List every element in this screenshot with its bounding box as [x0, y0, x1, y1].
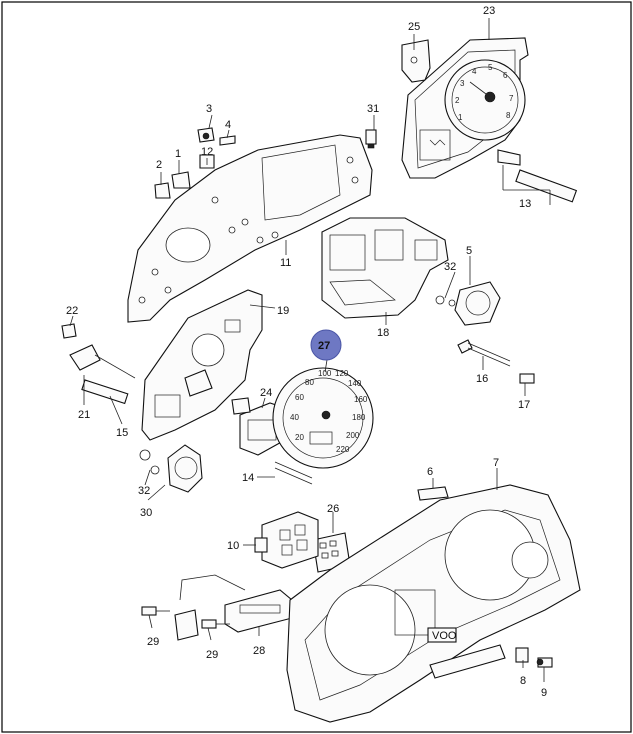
callout-25[interactable]: 25 [408, 21, 420, 33]
speed-tick-label: 100 [318, 369, 332, 378]
speed-tick-label: 140 [348, 379, 362, 388]
tach-tick-label: 1 [458, 113, 463, 122]
callout-1[interactable]: 1 [175, 148, 181, 160]
callout-4[interactable]: 4 [225, 119, 231, 131]
callout-31[interactable]: 31 [367, 103, 379, 115]
callout-13[interactable]: 13 [519, 198, 531, 210]
part-16-drive-cable [457, 339, 511, 367]
speed-tick-label: 220 [336, 445, 350, 454]
part-6-clip [417, 486, 449, 501]
tach-tick-label: 3 [460, 79, 465, 88]
callout-18[interactable]: 18 [377, 327, 389, 339]
tach-tick-label: 4 [472, 67, 477, 76]
callout-24[interactable]: 24 [260, 387, 272, 399]
part-23-tachometer-housing: 1 2 3 4 5 6 7 8 [401, 37, 529, 179]
callout-19[interactable]: 19 [277, 305, 289, 317]
callout-17[interactable]: 17 [518, 399, 530, 411]
callout-23[interactable]: 23 [483, 5, 495, 17]
part-5-small-gauge [435, 281, 501, 326]
part-13-trip-shaft [497, 149, 578, 205]
connector-clip [231, 397, 251, 415]
callout-3[interactable]: 3 [206, 103, 212, 115]
part-31-lamp-socket [365, 129, 377, 149]
speed-tick-label: 80 [305, 378, 314, 387]
part-8-bulb [515, 647, 529, 663]
callout-28[interactable]: 28 [253, 645, 265, 657]
tach-tick-label: 8 [506, 111, 511, 120]
tachometer-scale: 1 2 3 4 5 6 7 8 [455, 63, 514, 122]
callout-15[interactable]: 15 [116, 427, 128, 439]
callout-6[interactable]: 6 [427, 466, 433, 478]
speed-tick-label: 160 [354, 395, 368, 404]
callout-32[interactable]: 32 [444, 261, 456, 273]
callout-7[interactable]: 7 [493, 457, 499, 469]
callout-10[interactable]: 10 [227, 540, 239, 552]
callout-2[interactable]: 2 [156, 159, 162, 171]
part-14-shaft [274, 461, 313, 485]
panel-marking-text: VOO [432, 630, 457, 642]
part-25-bracket [401, 39, 431, 83]
callout-14[interactable]: 14 [242, 472, 254, 484]
part-19-carrier-plate [141, 289, 263, 441]
panel-marking-box [427, 627, 457, 643]
part-11-circuit-board [127, 134, 373, 323]
callout-26[interactable]: 26 [327, 503, 339, 515]
part-10-switch-block [254, 511, 319, 569]
part-28-connector-harness [174, 574, 293, 641]
callout-30[interactable]: 30 [140, 507, 152, 519]
callout-12[interactable]: 12 [201, 146, 213, 158]
callout-29[interactable]: 29 [206, 649, 218, 661]
speed-tick-label: 20 [295, 433, 304, 442]
part-27-speedometer: 20 40 60 80 100 120 140 160 180 200 220 [272, 367, 374, 469]
highlight-badge-27[interactable]: 27 [310, 329, 342, 361]
board-holes [138, 156, 359, 304]
part-7-cluster-bezel: VOO [286, 484, 581, 723]
callout-29[interactable]: 29 [147, 636, 159, 648]
tach-tick-label: 2 [455, 96, 460, 105]
highlight-badge-label: 27 [318, 340, 330, 352]
speed-tick-label: 200 [346, 431, 360, 440]
speed-tick-label: 60 [295, 393, 304, 402]
callout-32[interactable]: 32 [138, 485, 150, 497]
callout-11[interactable]: 11 [280, 257, 291, 269]
tach-tick-label: 7 [509, 94, 514, 103]
speed-tick-label: 40 [290, 413, 299, 422]
tach-tick-label: 6 [503, 71, 508, 80]
callout-5[interactable]: 5 [466, 245, 472, 257]
callout-16[interactable]: 16 [476, 373, 488, 385]
callout-labels: 23 25 3 4 31 2 1 12 13 11 5 32 18 19 22 … [66, 5, 547, 699]
part-30-small-gauge [139, 444, 203, 493]
callout-9[interactable]: 9 [541, 687, 547, 699]
leader-lines [69, 18, 545, 682]
speedometer-scale: 20 40 60 80 100 120 140 160 180 200 220 [290, 369, 368, 454]
callout-8[interactable]: 8 [520, 675, 526, 687]
part-18-gauge-housing [321, 217, 449, 319]
part-15-shaft [61, 323, 136, 405]
speed-tick-label: 180 [352, 413, 366, 422]
tach-tick-label: 5 [488, 63, 493, 72]
speed-tick-label: 120 [335, 369, 349, 378]
callout-22[interactable]: 22 [66, 305, 78, 317]
part-17-screw [519, 373, 535, 384]
part-9-screw [536, 657, 553, 668]
callout-21[interactable]: 21 [78, 409, 90, 421]
